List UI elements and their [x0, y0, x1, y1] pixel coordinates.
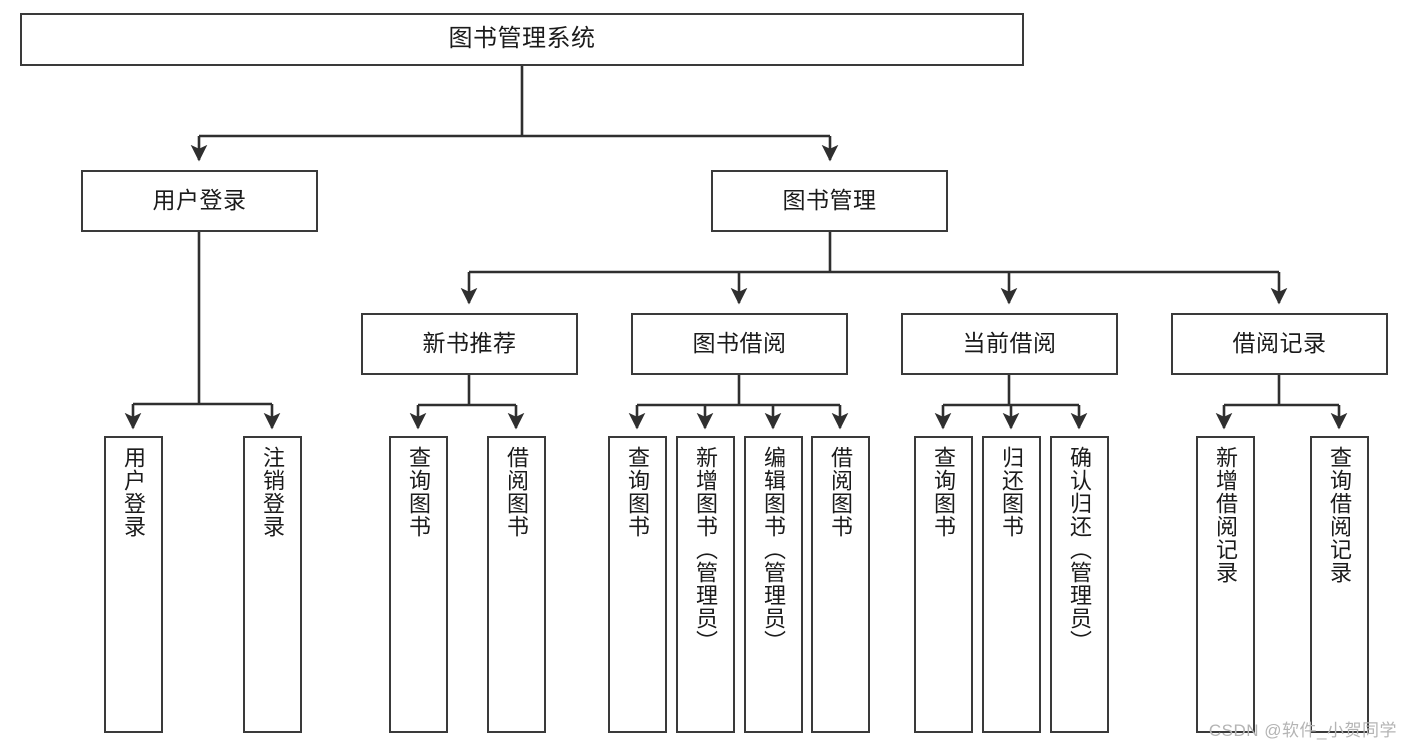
leaf-add-borrow-record[interactable]: 新增借阅记录 — [1196, 436, 1255, 733]
leaf-query-borrow-record[interactable]: 查询借阅记录 — [1310, 436, 1369, 733]
node-label: 新增借阅记录 — [1213, 446, 1239, 584]
node-label: 查询借阅记录 — [1327, 446, 1353, 584]
leaf-query-book-current[interactable]: 查询图书 — [914, 436, 973, 733]
node-label: 查询图书 — [931, 446, 957, 538]
node-label: 编辑图书（管理员） — [761, 446, 787, 653]
node-current-borrow[interactable]: 当前借阅 — [901, 313, 1118, 375]
node-label: 借阅图书 — [828, 446, 854, 538]
node-borrow-record[interactable]: 借阅记录 — [1171, 313, 1388, 375]
leaf-return-book[interactable]: 归还图书 — [982, 436, 1041, 733]
node-label: 图书借阅 — [692, 330, 787, 357]
node-label: 借阅图书 — [504, 446, 530, 538]
node-label: 新增图书（管理员） — [693, 446, 719, 653]
node-label: 查询图书 — [406, 446, 432, 538]
node-label: 查询图书 — [625, 446, 651, 538]
node-label: 用户登录 — [121, 446, 147, 538]
node-label: 归还图书 — [999, 446, 1025, 538]
leaf-query-book-borrow[interactable]: 查询图书 — [608, 436, 667, 733]
leaf-edit-book[interactable]: 编辑图书（管理员） — [744, 436, 803, 733]
node-root-book-management-system[interactable]: 图书管理系统 — [20, 13, 1024, 66]
node-label: 图书管理系统 — [448, 25, 596, 53]
node-label: 图书管理 — [782, 187, 877, 214]
node-book-manage[interactable]: 图书管理 — [711, 170, 948, 232]
leaf-user-login[interactable]: 用户登录 — [104, 436, 163, 733]
leaf-confirm-return[interactable]: 确认归还（管理员） — [1050, 436, 1109, 733]
node-label: 用户登录 — [152, 187, 247, 214]
watermark: CSDN @软件_小贺同学 — [1208, 721, 1397, 740]
node-label: 注销登录 — [260, 446, 286, 538]
node-user-login[interactable]: 用户登录 — [81, 170, 318, 232]
leaf-borrow-book-recommend[interactable]: 借阅图书 — [487, 436, 546, 733]
node-new-book-recommend[interactable]: 新书推荐 — [361, 313, 578, 375]
node-label: 确认归还（管理员） — [1067, 446, 1093, 653]
leaf-borrow-book[interactable]: 借阅图书 — [811, 436, 870, 733]
leaf-logout[interactable]: 注销登录 — [243, 436, 302, 733]
node-book-borrow[interactable]: 图书借阅 — [631, 313, 848, 375]
node-label: 当前借阅 — [962, 330, 1057, 357]
node-label: 借阅记录 — [1232, 330, 1327, 357]
leaf-add-book[interactable]: 新增图书（管理员） — [676, 436, 735, 733]
leaf-query-book-recommend[interactable]: 查询图书 — [389, 436, 448, 733]
node-label: 新书推荐 — [422, 330, 517, 357]
